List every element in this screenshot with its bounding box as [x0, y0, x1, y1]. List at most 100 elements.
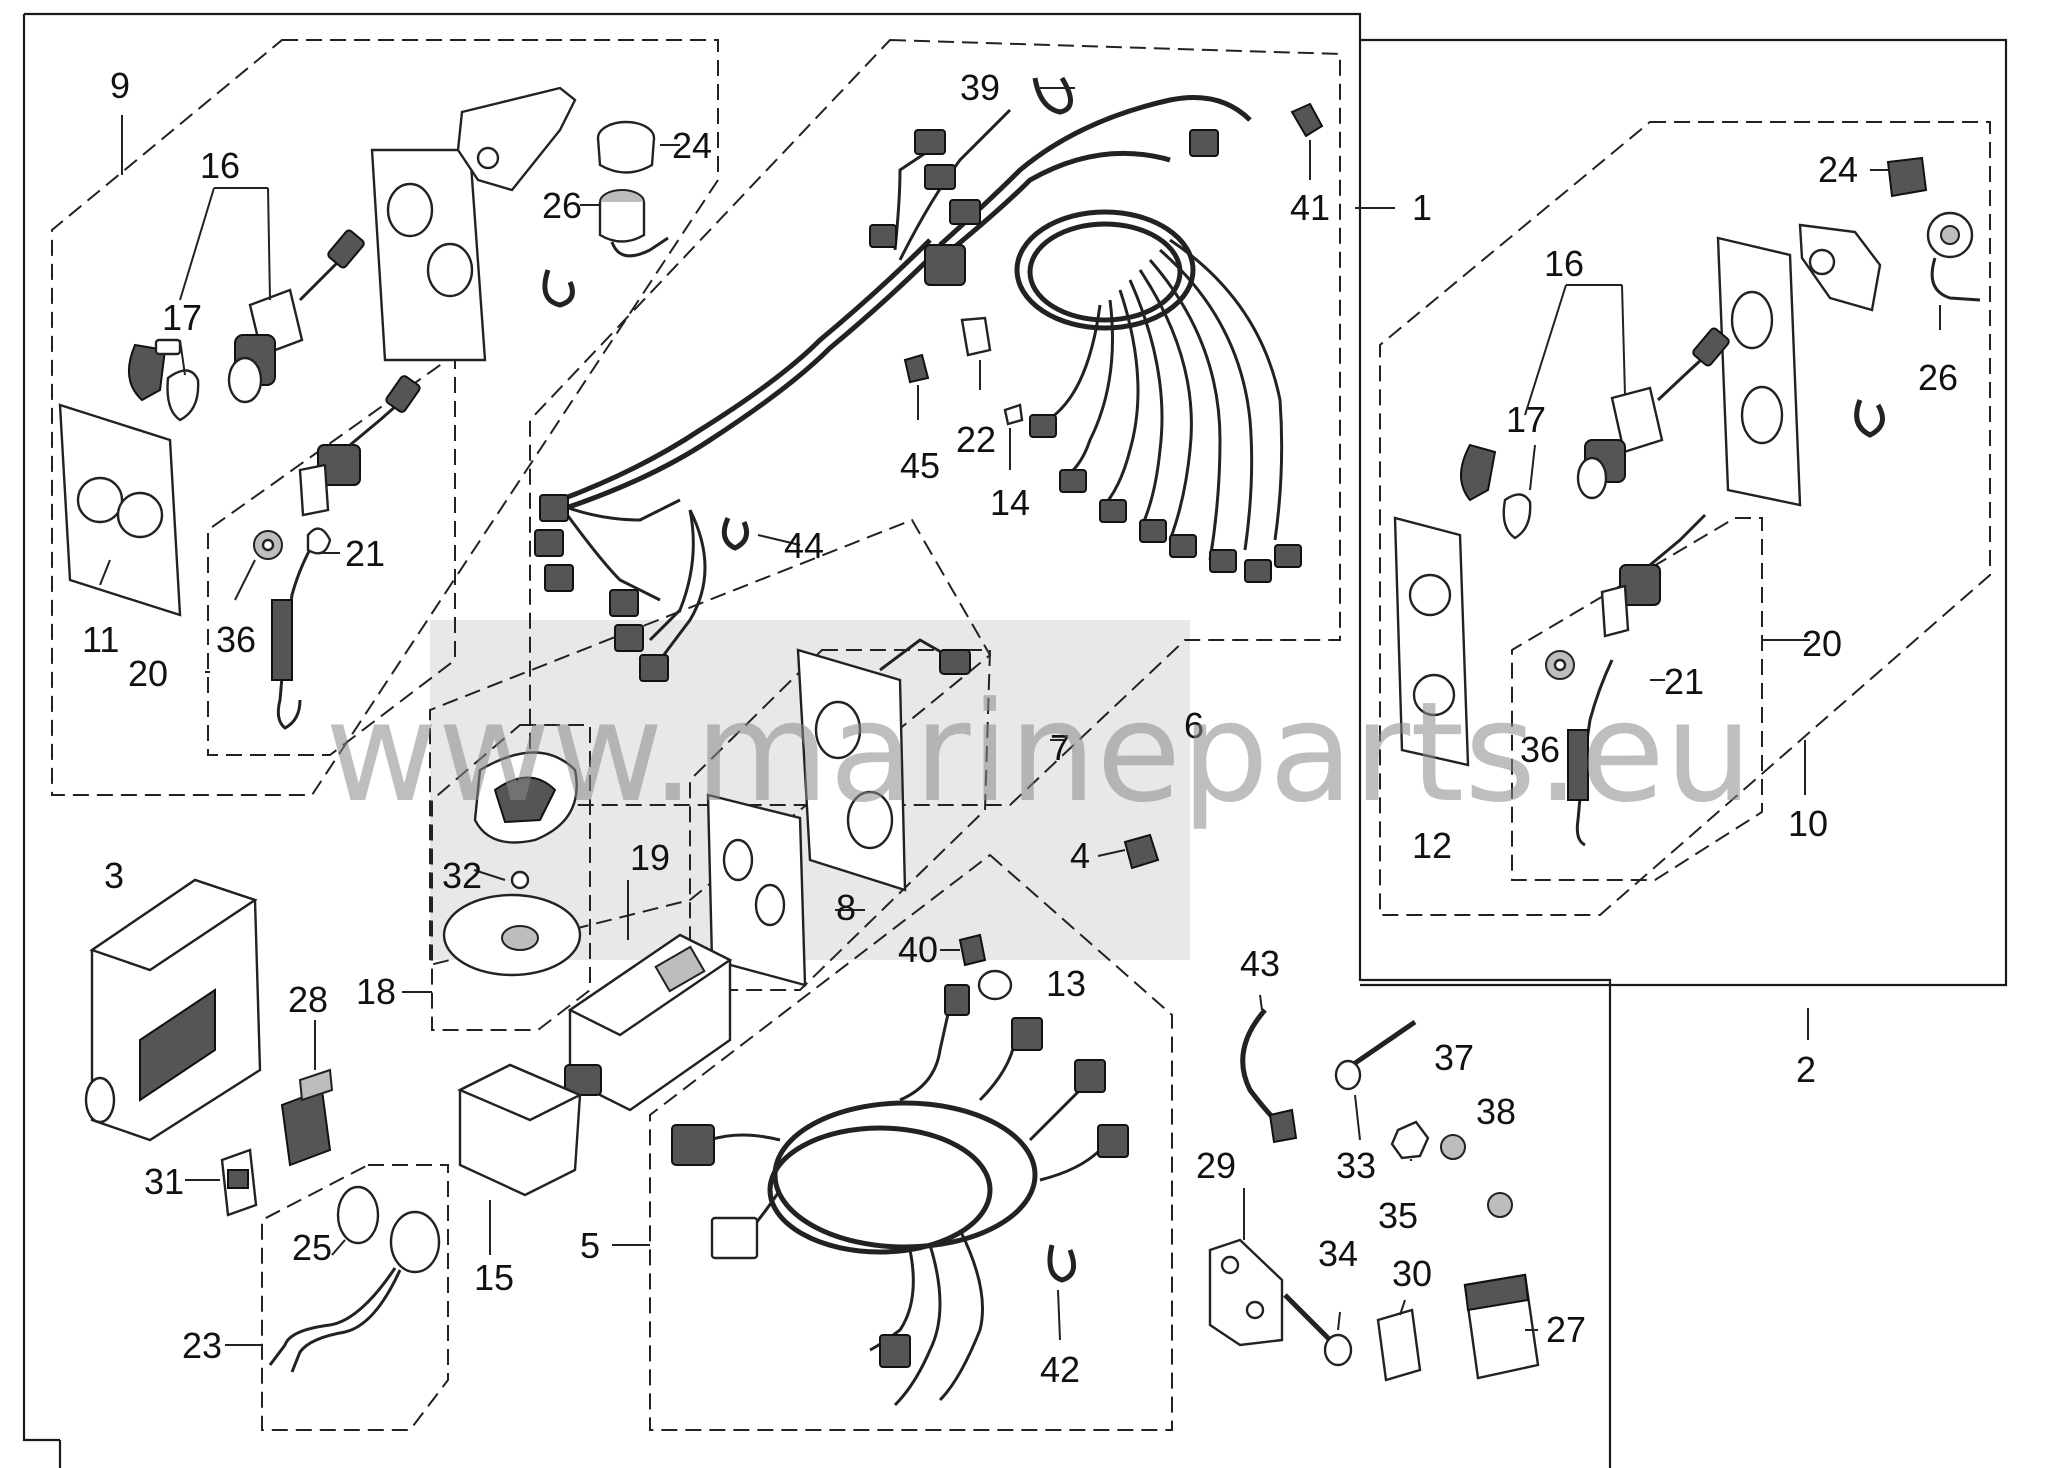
callout-40: 40 [898, 929, 938, 970]
clip-41 [1290, 102, 1324, 138]
callout-16-right: 16 [1544, 243, 1584, 284]
callout-42: 42 [1040, 1349, 1080, 1390]
callout-35: 35 [1378, 1195, 1418, 1236]
clamp-24-left [596, 120, 656, 174]
relay-27 [1463, 1273, 1540, 1380]
callout-21-right: 21 [1664, 661, 1704, 702]
callout-30: 30 [1392, 1253, 1432, 1294]
watermark-text: www.marineparts.eu [325, 672, 1752, 833]
callout-37: 37 [1434, 1037, 1474, 1078]
clamp-24-right [1886, 156, 1928, 198]
callout-17-right: 17 [1506, 399, 1546, 440]
switch-panel-11 [58, 403, 182, 617]
lanyard-21-left [271, 527, 332, 730]
callout-20-right: 20 [1802, 623, 1842, 664]
callout-36-left: 36 [216, 619, 256, 660]
switch-panel-12 [1393, 516, 1470, 767]
washer-37 [1440, 1134, 1466, 1160]
callout-34: 34 [1318, 1233, 1358, 1274]
cap-30 [1376, 1308, 1422, 1382]
panel-plate-top-right [1716, 236, 1802, 507]
callout-8: 8 [836, 887, 856, 928]
clip-42 [1047, 1244, 1077, 1283]
kit-10-outline [1379, 121, 1991, 916]
bracket-top-right [1798, 223, 1882, 312]
plug-40 [958, 933, 987, 967]
callout-15: 15 [474, 1257, 514, 1298]
bracket-3 [84, 878, 262, 1142]
bracket-top-left [456, 86, 577, 192]
callout-7: 7 [1050, 727, 1070, 768]
callout-19: 19 [630, 837, 670, 878]
callout-5: 5 [580, 1225, 600, 1266]
kit-20-right-outline [1511, 517, 1763, 881]
buzzer-26-right [1926, 211, 1981, 302]
relay-28 [280, 1068, 334, 1167]
clip-43 [1240, 1008, 1298, 1144]
ignition-switch-right [1576, 327, 1730, 500]
callout-26-left: 26 [542, 185, 582, 226]
callout-29: 29 [1196, 1145, 1236, 1186]
callout-13: 13 [1046, 963, 1086, 1004]
lanyard-21-right [1567, 659, 1614, 847]
callout-3: 3 [104, 855, 124, 896]
main-harness-1 [558, 95, 1284, 661]
kit-7b-outline [689, 649, 992, 991]
callout-39: 39 [960, 67, 1000, 108]
leader-lines [99, 87, 1941, 1346]
kit-9-outline [51, 39, 719, 796]
cover-15 [457, 1063, 583, 1197]
callout-12: 12 [1412, 825, 1452, 866]
panel-plate-top-left [370, 148, 487, 362]
callout-labels: 9 16 17 24 26 21 36 11 20 39 41 1 45 22 … [82, 65, 1958, 1390]
kit-23-outline [261, 1164, 449, 1431]
callout-28: 28 [288, 979, 328, 1020]
key-left [127, 338, 182, 402]
callout-33: 33 [1336, 1145, 1376, 1186]
callout-26-right: 26 [1918, 357, 1958, 398]
buzzer-26-left [598, 189, 669, 258]
hose-clip-right [1854, 399, 1885, 438]
frame-assembly-2 [22, 38, 2008, 1468]
callout-36-right: 36 [1520, 729, 1560, 770]
callout-22: 22 [956, 419, 996, 460]
washer-36-right [1545, 650, 1575, 680]
callout-2: 2 [1796, 1049, 1816, 1090]
callout-10: 10 [1788, 803, 1828, 844]
callout-25: 25 [292, 1227, 332, 1268]
kit-6-outline [529, 38, 1341, 806]
callout-9: 9 [110, 65, 130, 106]
key-right [1460, 443, 1497, 502]
harness-5-connectors [671, 984, 1129, 1368]
callout-17-left: 17 [162, 297, 202, 338]
knob-17-left [166, 369, 200, 422]
fuse-31 [220, 1148, 258, 1217]
callout-24-right: 24 [1818, 149, 1858, 190]
washer-38 [1487, 1192, 1513, 1218]
clip-45 [903, 353, 930, 384]
grommet-22 [960, 316, 992, 357]
callout-44: 44 [784, 525, 824, 566]
screw-4 [1123, 833, 1160, 870]
callout-21-left: 21 [345, 533, 385, 574]
nut-35 [1390, 1120, 1430, 1160]
bolt-33 [1334, 1019, 1417, 1091]
screw-34 [1283, 1293, 1353, 1367]
switch-panel-8 [706, 793, 807, 987]
callout-1: 1 [1412, 187, 1432, 228]
kit-5-outline [649, 853, 1173, 1431]
callout-4: 4 [1070, 835, 1090, 876]
callout-41: 41 [1290, 187, 1330, 228]
callout-27: 27 [1546, 1309, 1586, 1350]
stop-switch-left [298, 375, 421, 517]
hose-clip-left [542, 269, 575, 308]
callout-31: 31 [144, 1161, 184, 1202]
callout-6: 6 [1184, 705, 1204, 746]
knob-17-right [1502, 493, 1532, 540]
washer-36-left [253, 530, 283, 560]
callout-23: 23 [182, 1325, 222, 1366]
callout-43: 43 [1240, 943, 1280, 984]
fuse-holder-25 [268, 1185, 441, 1373]
o-ring-32 [510, 870, 530, 890]
